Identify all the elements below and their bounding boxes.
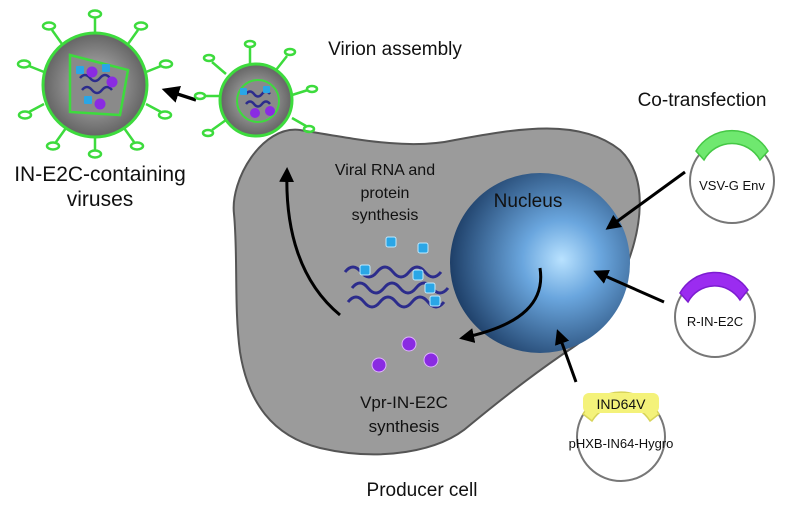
viral-rna-label-line1: Viral RNA and (335, 162, 435, 179)
plasmid-rin: R-IN-E2C (674, 271, 756, 358)
viruses-label-line1: IN-E2C-containing (14, 163, 186, 186)
vpr-label-line1: Vpr-IN-E2C (360, 393, 448, 412)
plasmid-phxb: IND64V pHXB-IN64-Hygro (569, 391, 674, 482)
vsvg-label: VSV-G Env (699, 178, 765, 193)
rin-arrow (593, 269, 665, 304)
viral-rna-label-line2: protein (361, 185, 410, 202)
plasmid-vsvg: VSV-G Env (689, 129, 775, 224)
nucleus-to-vpr-arrow (459, 267, 543, 343)
viral-protein-blobs (359, 236, 441, 307)
nucleus (450, 173, 630, 353)
viral-rna-label-line3: synthesis (352, 207, 419, 224)
vsvg-insert (695, 129, 769, 162)
rin-insert (679, 271, 749, 304)
virion-assembly-label: Virion assembly (328, 39, 462, 60)
budding-virion (193, 39, 319, 138)
assembly-to-virus-arrow (161, 85, 197, 103)
rin-label: R-IN-E2C (687, 314, 743, 329)
phxb-label: pHXB-IN64-Hygro (569, 436, 674, 451)
mature-virus (16, 9, 174, 159)
nucleus-label: Nucleus (494, 191, 563, 212)
producer-cell-label: Producer cell (367, 480, 478, 501)
vpr-label-line2: synthesis (369, 417, 440, 436)
co-transfection-label: Co-transfection (638, 90, 767, 111)
viruses-label-line2: viruses (67, 188, 134, 211)
phxb-insert-label: IND64V (596, 396, 646, 412)
phxb-arrow (555, 329, 578, 383)
vpr-in-e2c-proteins (371, 336, 439, 373)
vsvg-arrow (605, 170, 686, 230)
rna-to-assembly-arrow (279, 167, 341, 317)
